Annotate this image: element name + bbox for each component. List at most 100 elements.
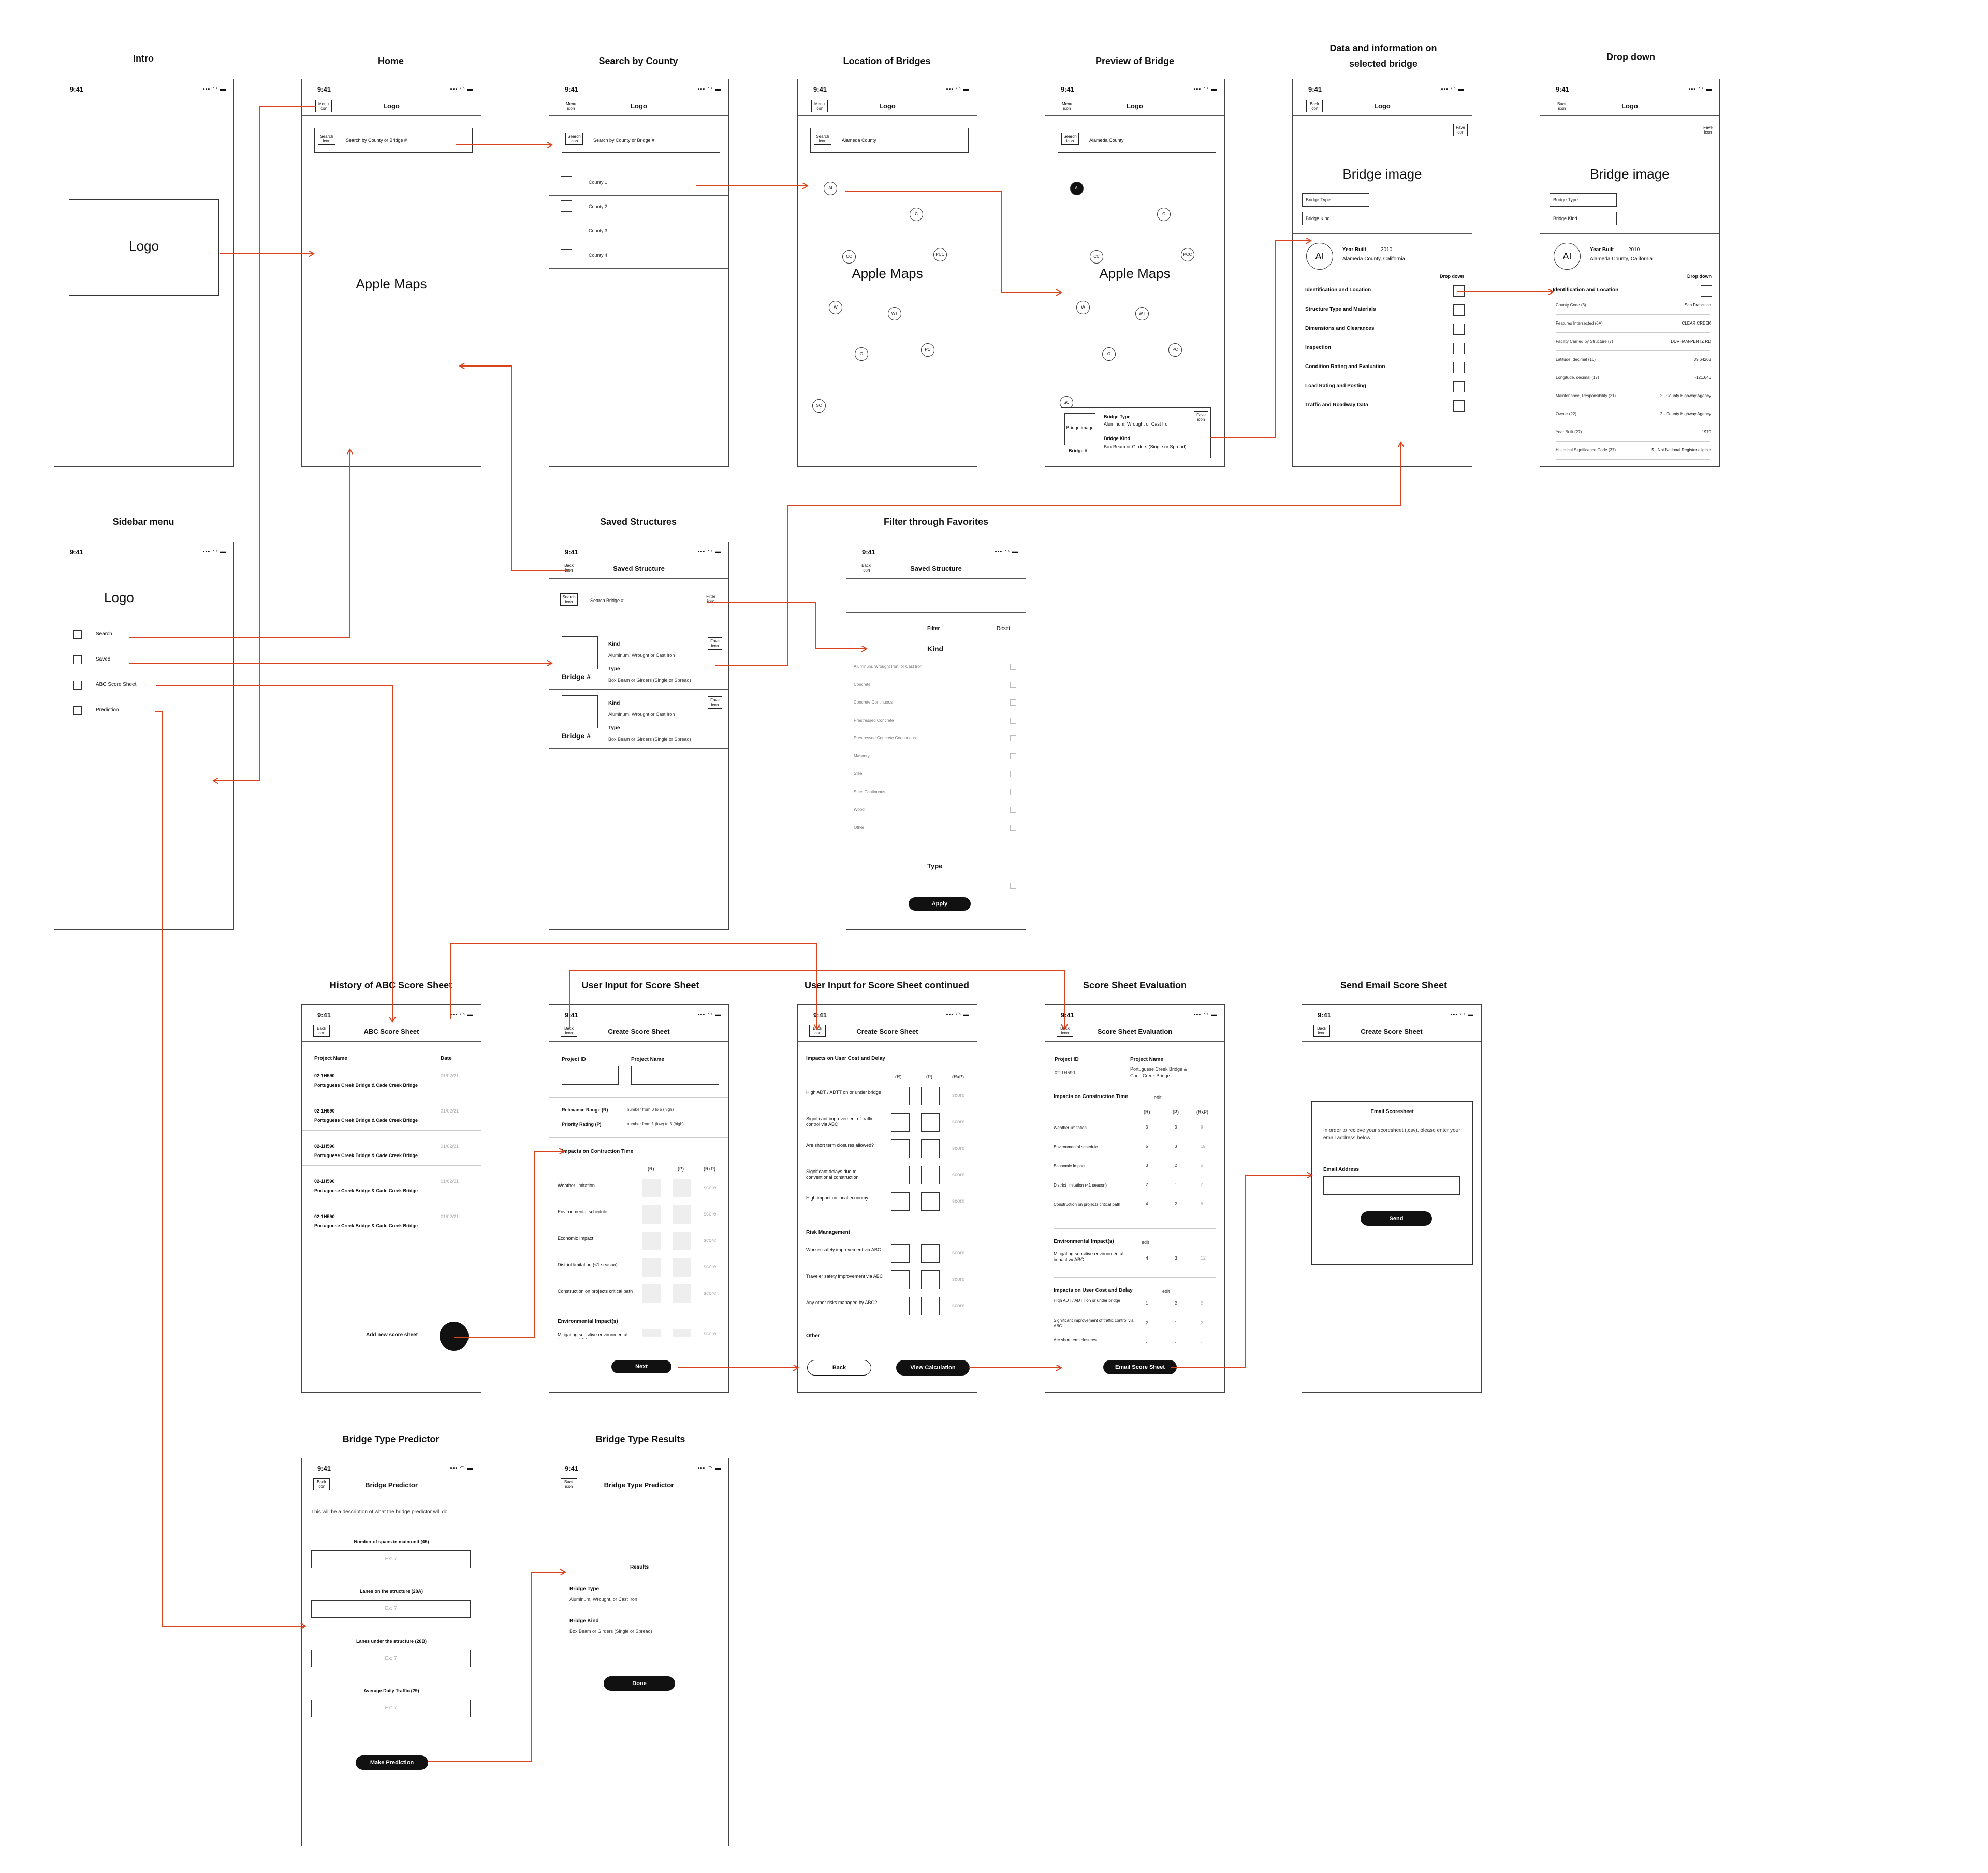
back-icon[interactable]: Back icon	[858, 562, 874, 574]
map-pin[interactable]: C	[1157, 208, 1171, 221]
menu-icon[interactable]: Menu icon	[811, 100, 828, 112]
r-input[interactable]	[891, 1192, 910, 1211]
map-pin[interactable]: O	[855, 347, 868, 361]
project-name-input[interactable]	[631, 1066, 719, 1085]
p-input[interactable]	[921, 1166, 940, 1184]
bridge-preview-card[interactable]: Bridge image Bridge # Bridge Type Alumin…	[1061, 407, 1211, 458]
edit-link[interactable]: edit	[1162, 1289, 1170, 1294]
p-input[interactable]	[921, 1113, 940, 1132]
map-placeholder[interactable]: Apple Maps	[356, 276, 427, 291]
fave-icon[interactable]: Fave icon	[708, 637, 722, 650]
section-toggle[interactable]	[1453, 304, 1465, 316]
email-score-sheet-button[interactable]: Email Score Sheet	[1103, 1360, 1177, 1374]
search-bar[interactable]: Search icon Search by County or Bridge #	[562, 128, 720, 153]
back-icon[interactable]: Back icon	[561, 562, 577, 574]
map-pin[interactable]: SC	[812, 399, 826, 413]
history-row-name[interactable]: Portuguese Creek Bridge & Cade Creek Bri…	[314, 1188, 418, 1193]
menu-icon[interactable]: Menu icon	[563, 100, 579, 112]
r-input[interactable]	[642, 1232, 661, 1250]
filter-option-checkbox[interactable]	[1010, 788, 1016, 795]
r-input[interactable]	[891, 1244, 910, 1263]
make-prediction-button[interactable]: Make Prediction	[356, 1755, 428, 1770]
r-input[interactable]	[891, 1113, 910, 1132]
filter-option-checkbox[interactable]	[1010, 753, 1016, 759]
fave-icon[interactable]: Fave icon	[1453, 124, 1468, 136]
map-placeholder[interactable]: Apple Maps	[1099, 266, 1171, 281]
r-input[interactable]	[891, 1139, 910, 1158]
next-button[interactable]: Next	[611, 1360, 671, 1373]
project-id-input[interactable]	[562, 1066, 619, 1085]
filter-option-checkbox[interactable]	[1010, 699, 1016, 706]
p-input[interactable]	[921, 1270, 940, 1289]
fave-icon[interactable]: Fave icon	[1701, 124, 1715, 136]
section-toggle[interactable]	[1453, 381, 1465, 392]
map-pin-selected[interactable]: AI	[1070, 182, 1084, 195]
map-pin[interactable]: PCC	[933, 248, 947, 261]
p-input[interactable]	[673, 1179, 691, 1197]
back-icon[interactable]: Back icon	[1554, 100, 1570, 112]
r-input[interactable]	[891, 1270, 910, 1289]
map-pin[interactable]: C	[910, 208, 923, 221]
map-pin[interactable]: W	[1076, 301, 1090, 314]
done-button[interactable]: Done	[604, 1676, 675, 1691]
p-input[interactable]	[673, 1284, 691, 1303]
sidebar-item-saved[interactable]: Saved	[96, 656, 111, 662]
r-input[interactable]	[642, 1179, 661, 1197]
sidebar-item-abc[interactable]: ABC Score Sheet	[96, 682, 137, 687]
p-input[interactable]	[673, 1329, 691, 1337]
county-checkbox-1[interactable]	[561, 176, 572, 187]
back-icon[interactable]: Back icon	[1306, 100, 1323, 112]
section-toggle[interactable]	[1453, 343, 1465, 354]
map-placeholder[interactable]: Apple Maps	[852, 266, 923, 281]
predictor-field-input[interactable]: Ex: 7	[311, 1700, 471, 1717]
r-input[interactable]	[642, 1258, 661, 1277]
county-checkbox-3[interactable]	[561, 225, 572, 236]
filter-option-checkbox[interactable]	[1010, 807, 1016, 813]
map-pin[interactable]: W	[829, 301, 842, 314]
history-row-name[interactable]: Portuguese Creek Bridge & Cade Creek Bri…	[314, 1153, 418, 1158]
map-pin[interactable]: WT	[1135, 307, 1149, 320]
map-pin[interactable]: AI	[824, 182, 837, 195]
r-input[interactable]	[642, 1205, 661, 1224]
filter-option-checkbox[interactable]	[1010, 824, 1016, 831]
search-bar[interactable]: Search icon Search Bridge #	[558, 590, 698, 611]
section-toggle[interactable]	[1453, 400, 1465, 412]
section-toggle[interactable]	[1453, 362, 1465, 373]
history-row-name[interactable]: Portuguese Creek Bridge & Cade Creek Bri…	[314, 1223, 418, 1228]
map-pin[interactable]: CC	[1090, 250, 1103, 264]
send-button[interactable]: Send	[1361, 1211, 1432, 1226]
search-bar[interactable]: Search icon Alameda County	[810, 128, 969, 153]
r-input[interactable]	[642, 1284, 661, 1303]
p-input[interactable]	[921, 1297, 940, 1315]
back-icon[interactable]: Back icon	[313, 1025, 330, 1037]
email-input[interactable]	[1323, 1176, 1460, 1195]
map-pin[interactable]: SC	[1060, 396, 1073, 409]
p-input[interactable]	[673, 1205, 691, 1224]
map-pin[interactable]: WT	[888, 307, 901, 320]
map-pin[interactable]: O	[1102, 347, 1116, 361]
map-pin[interactable]: PCC	[1181, 248, 1194, 261]
add-new-button[interactable]	[440, 1322, 469, 1351]
menu-icon[interactable]: Menu icon	[315, 100, 332, 112]
back-button[interactable]: Back	[807, 1360, 871, 1376]
reset-button[interactable]: Reset	[997, 626, 1011, 632]
menu-icon[interactable]: Menu icon	[1059, 100, 1075, 112]
p-input[interactable]	[921, 1139, 940, 1158]
map-pin[interactable]: CC	[842, 250, 856, 264]
county-checkbox-2[interactable]	[561, 200, 572, 212]
edit-link[interactable]: edit	[1142, 1240, 1149, 1245]
fave-icon[interactable]: Fave icon	[1194, 411, 1208, 423]
p-input[interactable]	[673, 1258, 691, 1277]
map-pin[interactable]: PC	[1168, 343, 1182, 357]
fave-icon[interactable]: Fave icon	[708, 696, 722, 709]
map-pin[interactable]: PC	[921, 343, 934, 357]
section-toggle[interactable]	[1453, 324, 1465, 335]
county-checkbox-4[interactable]	[561, 249, 572, 260]
r-input[interactable]	[891, 1297, 910, 1315]
predictor-field-input[interactable]: Ex: 7	[311, 1650, 471, 1667]
p-input[interactable]	[673, 1232, 691, 1250]
filter-option-checkbox[interactable]	[1010, 735, 1016, 741]
sidebar-item-prediction[interactable]: Prediction	[96, 707, 119, 713]
history-row-name[interactable]: Portuguese Creek Bridge & Cade Creek Bri…	[314, 1118, 418, 1123]
edit-link[interactable]: edit	[1154, 1095, 1162, 1100]
